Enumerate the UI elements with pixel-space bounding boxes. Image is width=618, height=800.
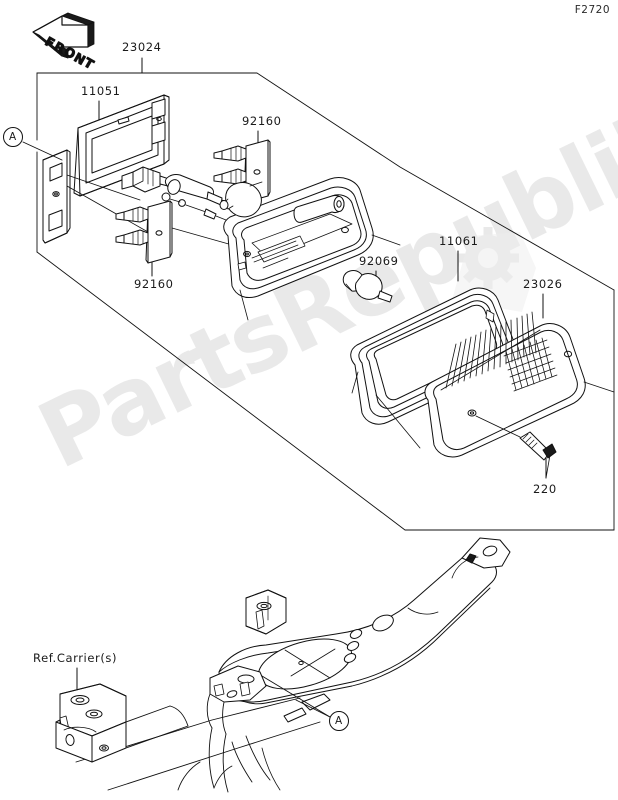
part-mounting-plate-left [42,149,149,244]
gear-icon [457,227,519,289]
part-label-220: 220 [533,482,557,496]
part-bulb-socket-upper [121,166,187,193]
part-label-92160-upper: 92160 [242,114,282,128]
callout-a-lower [261,675,349,731]
callout-a-upper [3,127,63,161]
part-11061-gasket [350,287,541,449]
part-label-23024: 23024 [122,40,162,54]
ref-carrier-label: Ref.Carrier(s) [33,651,118,665]
part-bulb-tube [161,174,235,221]
callout-a-lower-text: A [335,715,343,727]
part-23026-lens [424,311,615,458]
sheet-code: F2720 [574,4,610,16]
part-label-23026: 23026 [523,277,563,291]
diagram-frame [36,72,615,531]
part-92069-bulb [342,270,393,303]
lower-carrier-assembly [75,537,511,793]
part-92160-lower [115,200,251,264]
part-label-92160-lower: 92160 [134,277,174,291]
part-lamp-housing-main [219,177,401,321]
callout-a-upper-text: A [9,131,17,143]
part-label-11051: 11051 [81,84,121,98]
part-220-screw [519,431,557,479]
part-label-92069: 92069 [359,254,399,268]
part-label-11061: 11061 [439,234,479,248]
ref-carrier-bracket [55,683,189,763]
part-92160-upper [213,139,271,203]
front-arrow-icon: F R O N T [32,12,97,73]
